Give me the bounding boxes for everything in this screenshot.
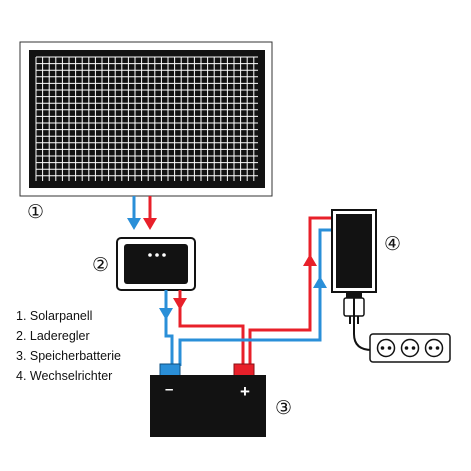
- arrow-down-red-icon: [173, 298, 187, 310]
- wire-panel-to-regulator: [127, 196, 157, 230]
- wire-battery-to-inverter: [178, 216, 334, 366]
- indicator-dot: [162, 253, 166, 257]
- label-regulator-number: ②: [92, 254, 109, 276]
- label-solar-panel-number: ①: [27, 201, 44, 223]
- inverter-body: [336, 214, 372, 288]
- solar-panel-surface: [29, 50, 265, 188]
- charge-regulator-body: [124, 244, 188, 284]
- indicator-dot: [155, 253, 159, 257]
- inverter: [331, 209, 380, 351]
- socket-icon: [376, 338, 396, 358]
- charge-regulator: [116, 237, 196, 291]
- label-battery-number: ③: [275, 397, 292, 419]
- wire-regulator-to-battery: [159, 290, 245, 366]
- wire-positive-inverter: [248, 216, 334, 366]
- solar-panel: [19, 41, 273, 197]
- battery-body: [150, 375, 266, 437]
- arrow-up-red-icon: [303, 254, 317, 266]
- battery-terminal-positive: [233, 363, 255, 377]
- component-legend: 1. Solarpanell 2. Laderegler 3. Speicher…: [16, 306, 121, 386]
- socket-icon: [400, 338, 420, 358]
- solar-panel-cell-grid: [35, 56, 258, 181]
- battery-terminal-negative: [159, 363, 181, 377]
- battery-plus-label: +: [240, 382, 250, 401]
- power-strip-icon: [369, 333, 451, 363]
- plug-pin: [349, 316, 351, 324]
- wire-negative-inverter: [178, 228, 334, 366]
- indicator-dot: [148, 253, 152, 257]
- arrow-down-blue-icon: [127, 218, 141, 230]
- wire-negative-regulator: [164, 290, 174, 366]
- legend-item: 3. Speicherbatterie: [16, 349, 121, 363]
- plug-pin: [357, 316, 359, 324]
- arrow-down-blue-icon: [159, 308, 173, 320]
- socket-icon: [424, 338, 444, 358]
- legend-item: 2. Laderegler: [16, 329, 90, 343]
- battery-minus-label: –: [165, 381, 173, 398]
- battery: – +: [150, 363, 266, 437]
- label-inverter-number: ④: [384, 233, 401, 255]
- legend-item: 1. Solarpanell: [16, 309, 93, 323]
- inverter-cable-outlet: [346, 292, 362, 298]
- wire-positive-regulator: [178, 290, 245, 366]
- arrow-up-blue-icon: [313, 276, 327, 288]
- arrow-down-red-icon: [143, 218, 157, 230]
- legend-item: 4. Wechselrichter: [16, 369, 113, 383]
